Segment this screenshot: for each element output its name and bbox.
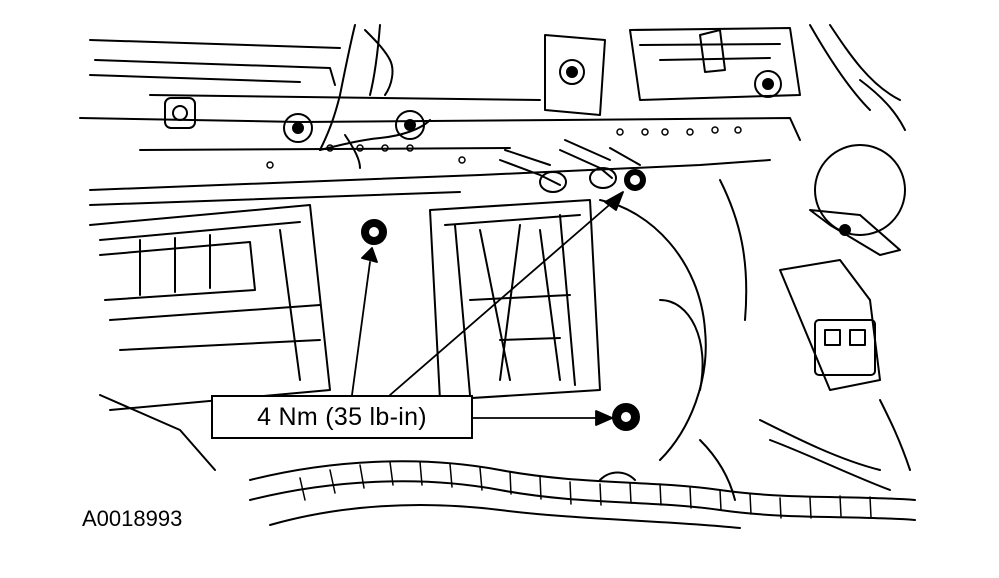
torque-callout: 4 Nm (35 lb-in) [211, 395, 473, 439]
blower-housing [599, 144, 911, 491]
vent-center [429, 199, 601, 401]
bolt-icon [612, 403, 640, 431]
dash-panel-upper [79, 39, 801, 206]
bolt-icon [361, 219, 387, 245]
figure-id: A0018993 [82, 506, 183, 531]
hole-row [266, 126, 742, 169]
module-upper-right [544, 24, 906, 131]
wiring-harness [249, 439, 916, 529]
arrow-icon [351, 191, 624, 426]
harness-bracket-top [283, 24, 431, 169]
heater-core-tubes [499, 139, 646, 193]
